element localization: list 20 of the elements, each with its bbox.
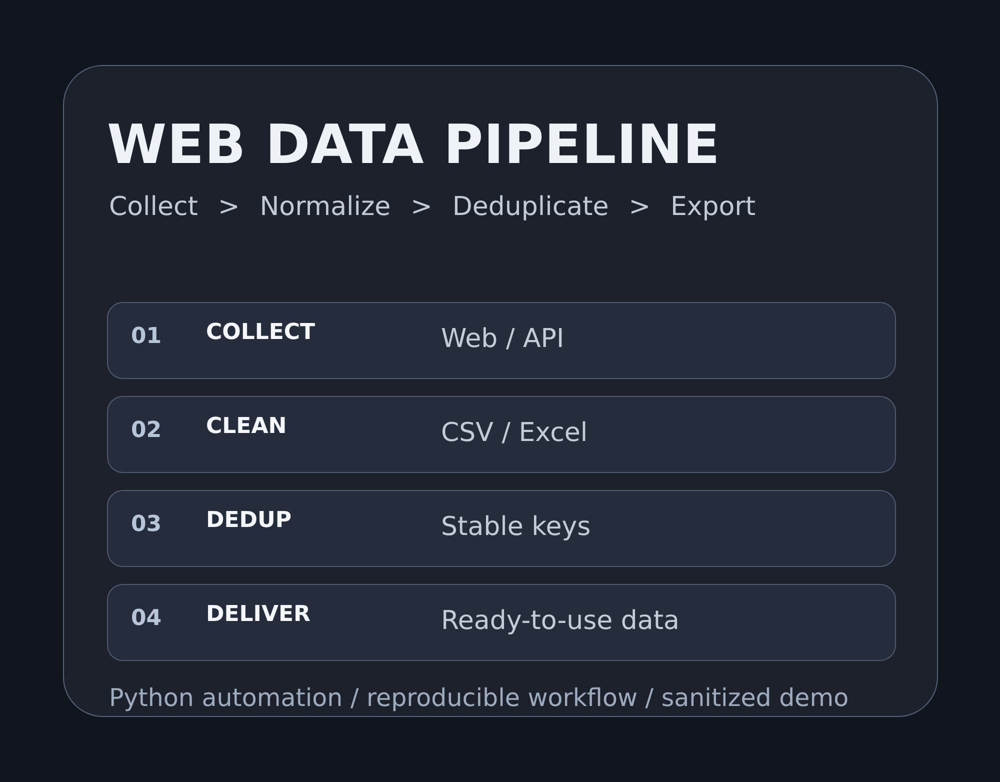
step-name: COLLECT — [206, 322, 316, 344]
step-description: CSV / Excel — [441, 420, 588, 446]
step-description: Ready-to-use data — [441, 608, 680, 634]
step-row — [107, 490, 896, 567]
step-row — [107, 302, 896, 379]
step-name: DEDUP — [206, 510, 292, 532]
step-description: Stable keys — [441, 514, 591, 540]
step-name: DELIVER — [206, 604, 310, 626]
step-number: 02 — [131, 420, 162, 442]
step-name: CLEAN — [206, 416, 287, 438]
step-description: Web / API — [441, 326, 564, 352]
step-row — [107, 396, 896, 473]
step-number: 01 — [131, 326, 162, 348]
title-text: WEB DATA PIPELINE — [107, 118, 720, 172]
step-row — [107, 584, 896, 661]
step-number: 03 — [131, 514, 162, 536]
footer-text: Python automation / reproducible workflow / sanitized demo — [109, 686, 849, 710]
card-panel — [63, 65, 938, 717]
step-number: 04 — [131, 608, 162, 630]
subtitle-text: Collect > Normalize > Deduplicate > Export — [109, 194, 756, 220]
